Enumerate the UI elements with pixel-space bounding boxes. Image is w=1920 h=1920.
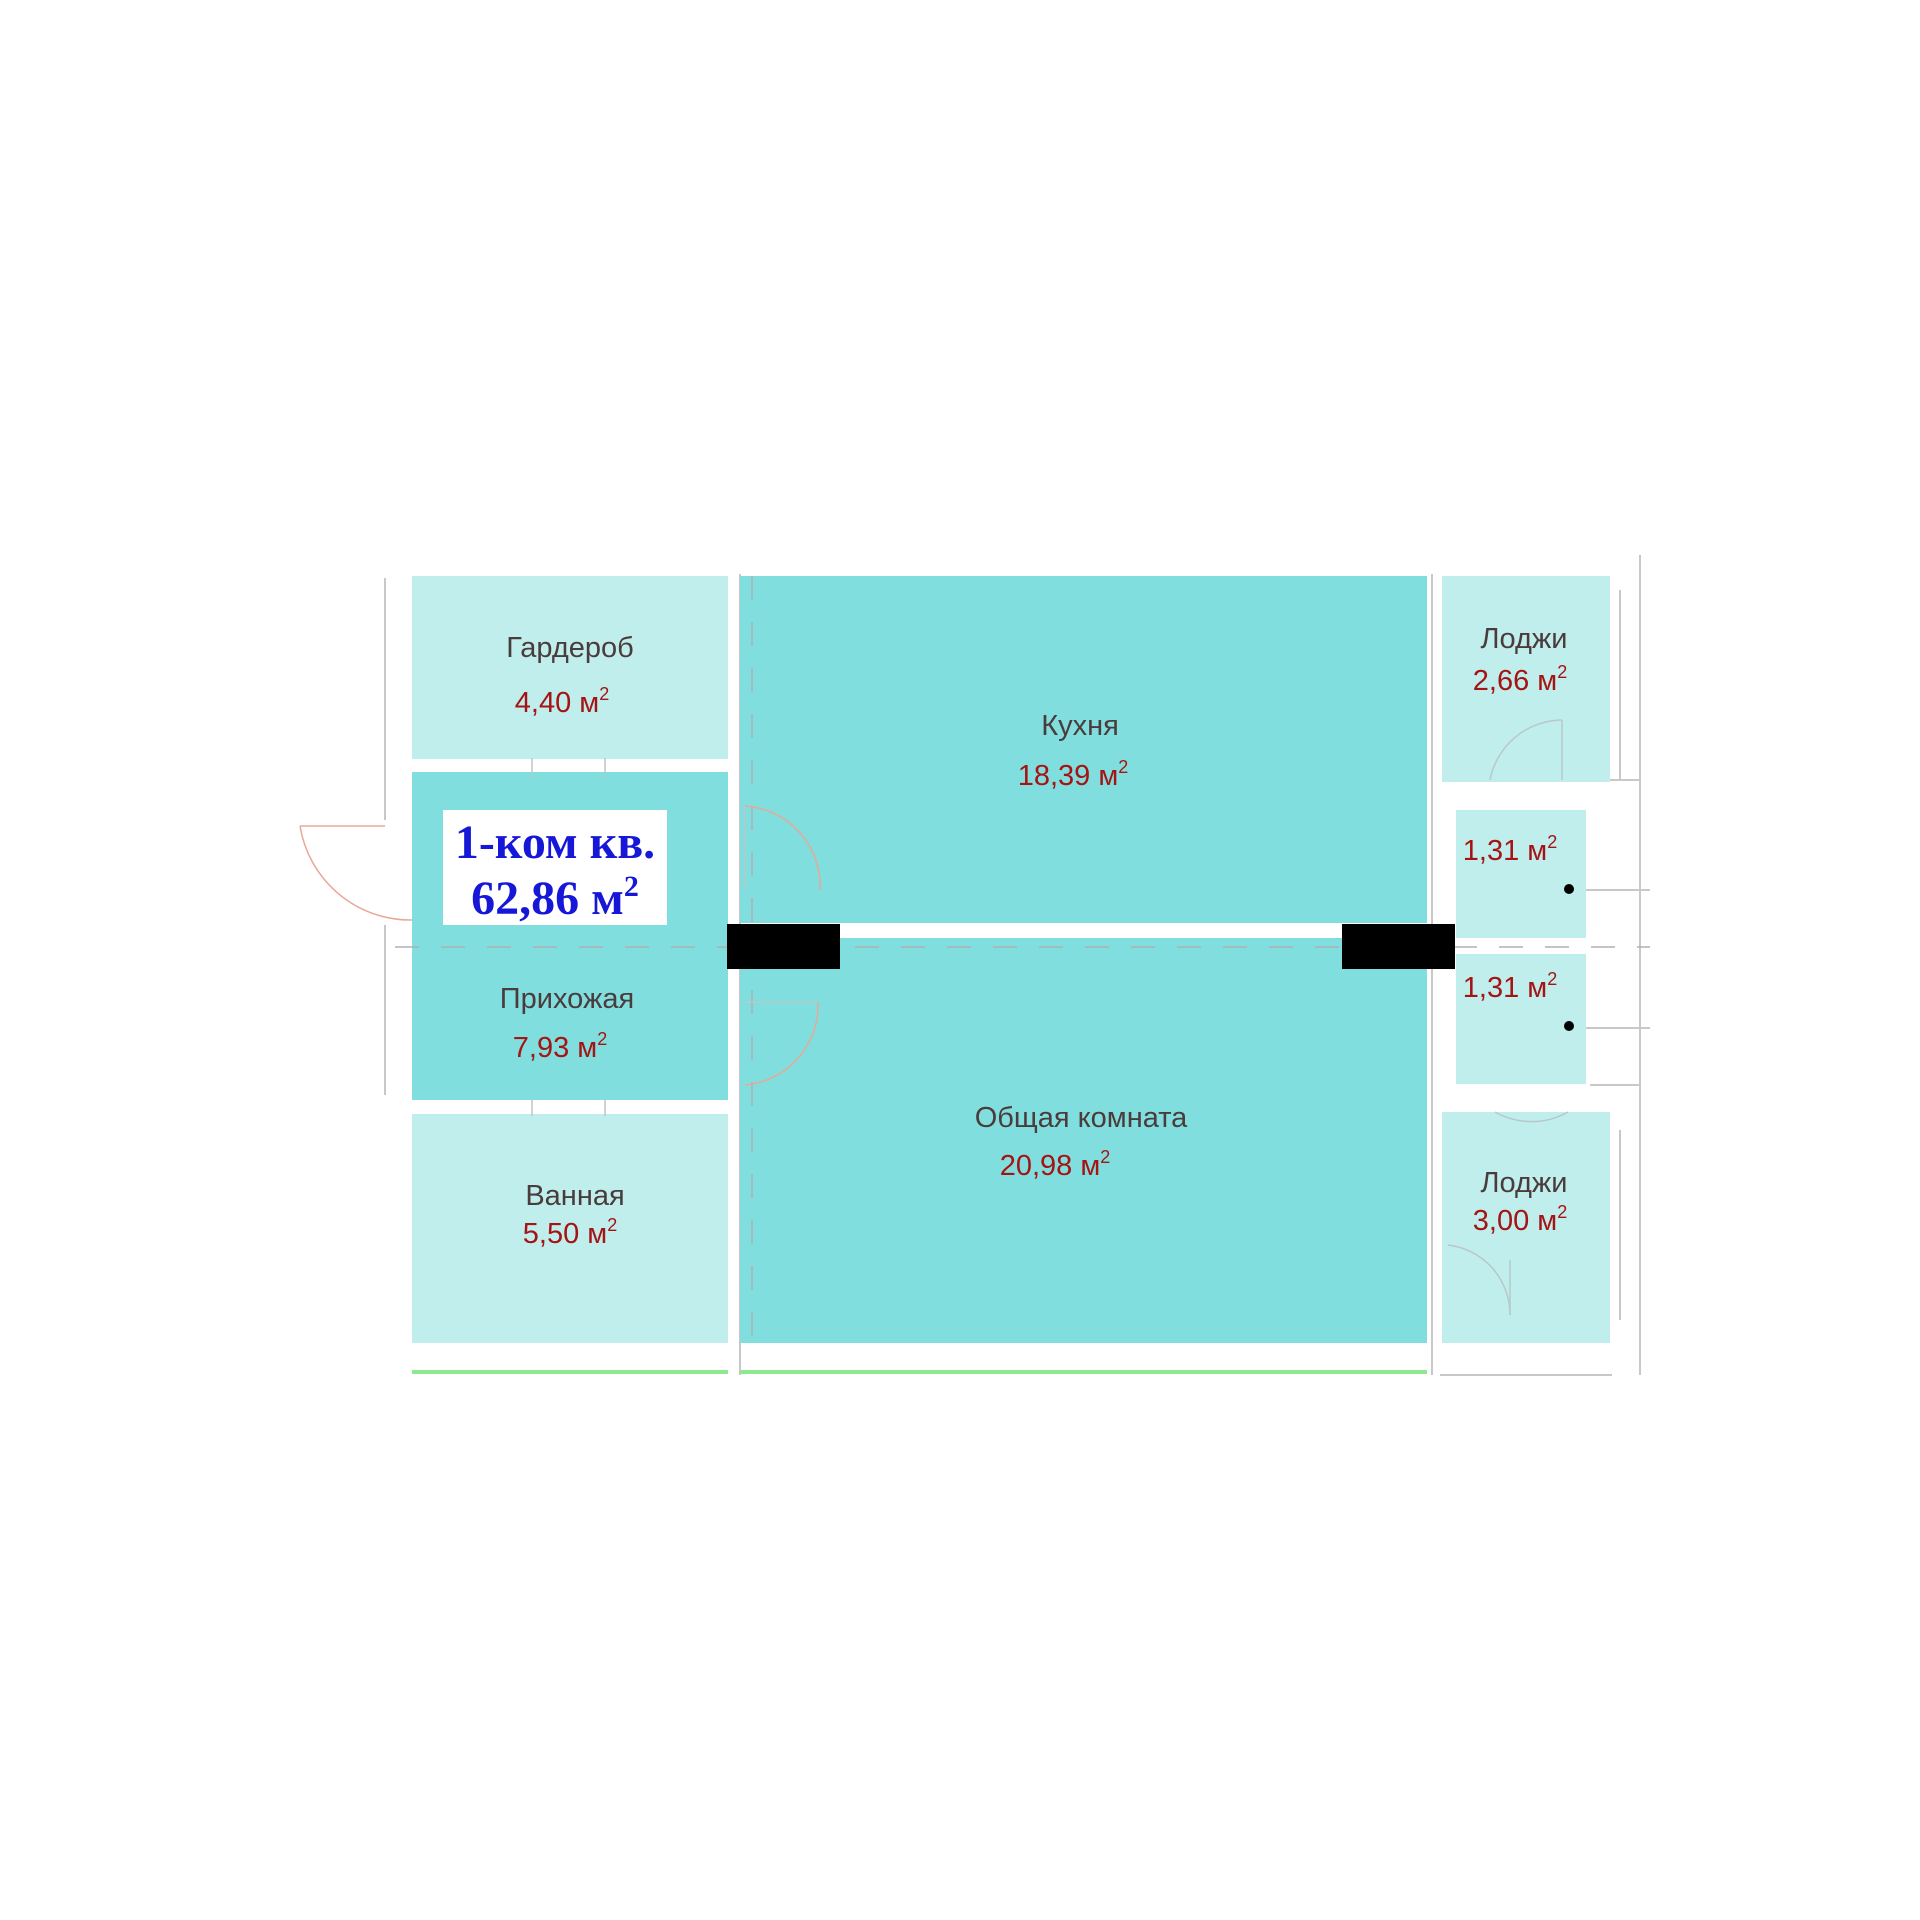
loggia-top-name: Лоджи xyxy=(1480,623,1567,655)
room-utility-bottom xyxy=(1456,954,1586,1084)
living-name: Общая комната xyxy=(975,1102,1188,1134)
bathroom-area: 5,50 м2 xyxy=(523,1215,617,1250)
hallway-name: Прихожая xyxy=(500,983,634,1015)
room-loggia-top xyxy=(1442,576,1610,782)
wardrobe-name: Гардероб xyxy=(506,632,634,664)
room-living xyxy=(740,938,1427,1343)
wardrobe-area: 4,40 м2 xyxy=(515,684,609,719)
room-loggia-bottom xyxy=(1442,1112,1610,1343)
apartment-title: 1-ком кв. xyxy=(455,816,655,869)
apartment-total-area: 62,86 м2 xyxy=(471,870,639,925)
column-left xyxy=(727,924,840,969)
loggia-bottom-name: Лоджи xyxy=(1480,1167,1567,1199)
door-swings xyxy=(299,719,1569,1316)
room-bathroom xyxy=(412,1114,728,1343)
window-strip-left xyxy=(412,1370,728,1374)
window-strip-middle xyxy=(740,1370,1427,1374)
room-wardrobe xyxy=(412,576,728,759)
title-box xyxy=(443,810,667,925)
utility-bottom-area: 1,31 м2 xyxy=(1463,969,1557,1004)
column-right xyxy=(1342,924,1455,969)
loggia-bottom-area: 3,00 м2 xyxy=(1473,1202,1567,1237)
room-utility-top xyxy=(1456,810,1586,938)
kitchen-name: Кухня xyxy=(1041,710,1119,742)
room-kitchen xyxy=(740,576,1427,923)
riser-dot-bottom xyxy=(1564,1021,1574,1031)
kitchen-area: 18,39 м2 xyxy=(1018,757,1129,792)
utility-top-area: 1,31 м2 xyxy=(1463,832,1557,867)
living-area: 20,98 м2 xyxy=(1000,1147,1111,1182)
hallway-area: 7,93 м2 xyxy=(513,1029,607,1064)
riser-dot-top xyxy=(1564,884,1574,894)
loggia-top-area: 2,66 м2 xyxy=(1473,662,1567,697)
bathroom-name: Ванная xyxy=(525,1180,624,1212)
